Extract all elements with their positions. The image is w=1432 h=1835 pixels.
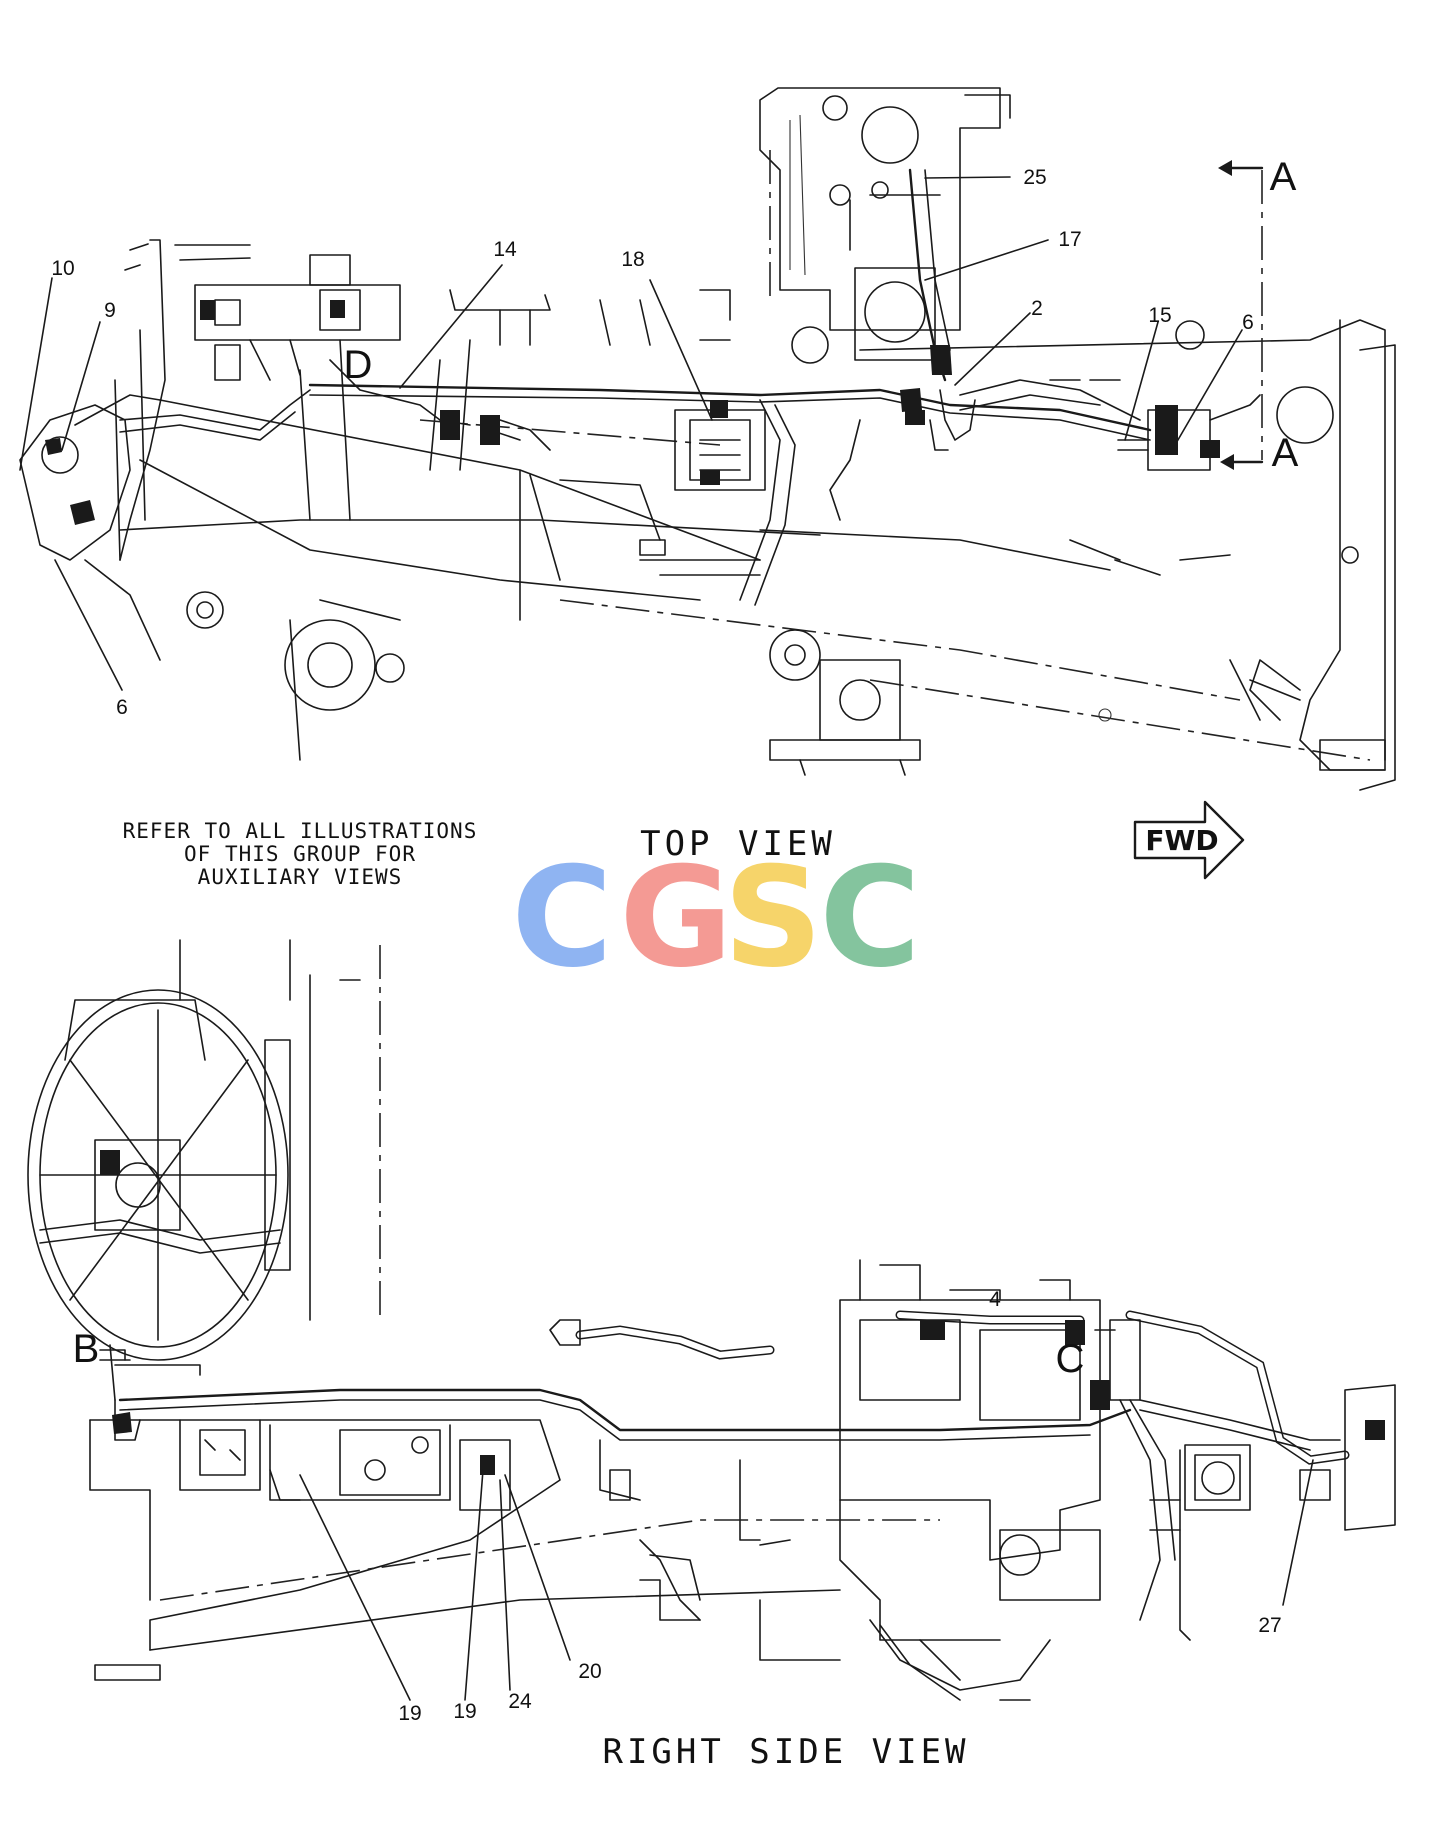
watermark-letter-3: S <box>723 837 822 998</box>
detail-letter-b: B <box>73 1327 100 1371</box>
callout-18: 18 <box>621 248 644 271</box>
callout-10: 10 <box>51 257 74 280</box>
callout-6-left: 6 <box>116 696 128 719</box>
watermark-letter-2: G <box>619 837 732 998</box>
callout-19-right: 19 <box>453 1700 476 1723</box>
note-line-1: REFER TO ALL ILLUSTRATIONS <box>123 819 478 843</box>
callout-9: 9 <box>104 299 116 322</box>
fwd-arrow-icon <box>1133 800 1245 880</box>
callout-15: 15 <box>1148 304 1171 327</box>
note-line-2: OF THIS GROUP FOR <box>184 842 416 866</box>
fwd-label: FWD <box>1145 824 1218 857</box>
right-side-view-title: RIGHT SIDE VIEW <box>602 1732 969 1772</box>
top-view-title: TOP VIEW <box>640 824 836 864</box>
callout-2: 2 <box>1031 297 1043 320</box>
note-line-3: AUXILIARY VIEWS <box>198 865 403 889</box>
callout-25: 25 <box>1023 166 1046 189</box>
section-letter-a-bottom: A <box>1272 431 1299 475</box>
callout-27: 27 <box>1258 1614 1281 1637</box>
detail-letter-d: D <box>344 343 373 387</box>
callout-19-left: 19 <box>398 1702 421 1725</box>
callout-4: 4 <box>989 1288 1001 1311</box>
top-view-drawing <box>19 87 1396 791</box>
callout-20: 20 <box>578 1660 601 1683</box>
callout-24: 24 <box>508 1690 532 1713</box>
section-letter-a-top: A <box>1270 155 1297 199</box>
watermark-logo: C G S C <box>511 837 920 998</box>
side-view-drawing <box>27 939 1396 1701</box>
callout-14: 14 <box>493 238 517 261</box>
detail-letter-c: C <box>1056 1337 1085 1381</box>
watermark-letter-1: C <box>511 837 612 998</box>
watermark-letter-4: C <box>819 837 920 998</box>
callout-6-right: 6 <box>1242 311 1254 334</box>
callout-17: 17 <box>1058 228 1081 251</box>
